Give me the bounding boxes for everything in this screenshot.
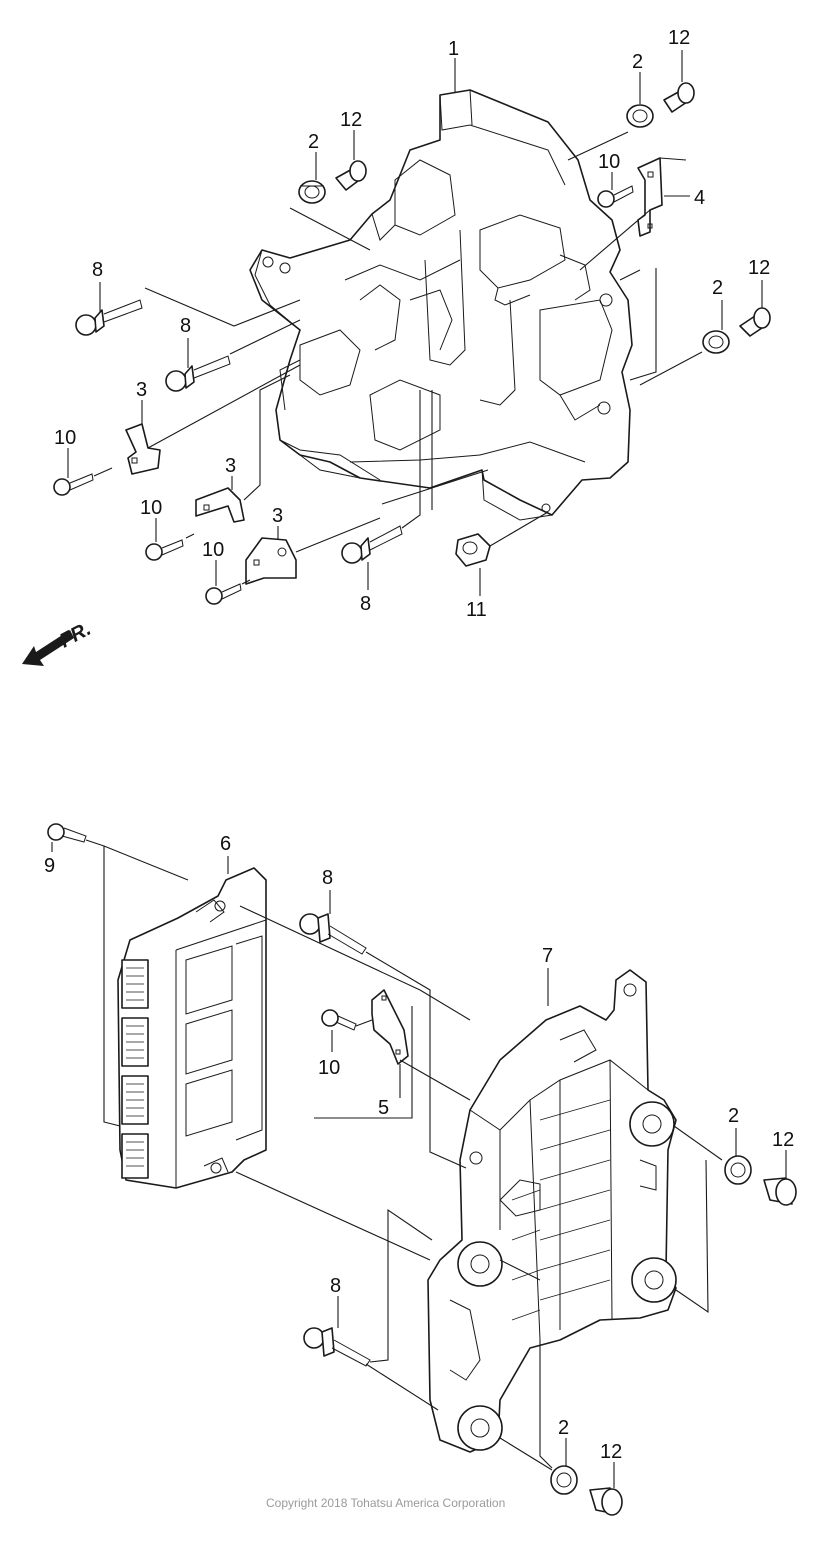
callout-part-10: 10 (598, 151, 620, 173)
callout-part-12: 12 (772, 1129, 794, 1151)
collar-12-lower-right (763, 1177, 797, 1206)
screw-10-a (53, 473, 94, 496)
screw-10-e (321, 1009, 357, 1031)
bolt-8-upper-c (341, 525, 403, 564)
bracket-part-5 (371, 989, 409, 1065)
upper-assembly: FR. (22, 50, 771, 666)
callout-part-10: 10 (202, 539, 224, 561)
collar-12-upper-left (335, 160, 367, 191)
callout-part-8: 8 (322, 867, 333, 889)
callout-part-12: 12 (600, 1441, 622, 1463)
callout-part-10: 10 (318, 1057, 340, 1079)
front-direction-indicator: FR. (22, 618, 95, 666)
callout-part-8: 8 (92, 259, 103, 281)
callout-part-2: 2 (558, 1417, 569, 1439)
bolt-8-upper-a (75, 299, 143, 336)
bracket-part-1-drawing (249, 89, 633, 521)
callout-part-10: 10 (140, 497, 162, 519)
callout-part-10: 10 (54, 427, 76, 449)
callout-part-2: 2 (728, 1105, 739, 1127)
callout-part-6: 6 (220, 833, 231, 855)
holder-part-7 (427, 969, 677, 1453)
callout-part-4: 4 (694, 187, 705, 209)
callout-part-1: 1 (448, 38, 459, 60)
grommet-2-upper-left (298, 180, 326, 204)
leader-lines-lower (51, 839, 787, 1488)
nut-part-11 (455, 533, 491, 567)
grommet-2-upper-right (626, 104, 654, 128)
bolt-8-lower-a (299, 913, 367, 955)
callout-part-2: 2 (632, 51, 643, 73)
screw-10-d (597, 185, 634, 208)
callout-part-8: 8 (180, 315, 191, 337)
bracket-part-3-b (195, 487, 245, 523)
callout-part-2: 2 (308, 131, 319, 153)
bolt-8-upper-b (165, 355, 231, 392)
bracket-part-3-a (125, 423, 161, 475)
callout-part-11: 11 (466, 599, 487, 621)
collar-12-lower-bottom (589, 1487, 623, 1516)
grommet-2-right (702, 330, 730, 354)
bracket-part-3-c (245, 537, 297, 585)
callout-part-12: 12 (668, 27, 690, 49)
callout-part-5: 5 (378, 1097, 389, 1119)
grommet-2-lower-right (724, 1155, 752, 1185)
bolt-8-lower-b (303, 1327, 371, 1367)
copyright-notice: Copyright 2018 Tohatsu America Corporati… (266, 1496, 505, 1510)
callout-labels: 1 2 12 2 12 10 4 8 2 12 8 3 10 3 10 3 10… (44, 27, 794, 1463)
callout-part-2: 2 (712, 277, 723, 299)
callout-part-3: 3 (225, 455, 236, 477)
grommet-2-lower-bottom (550, 1465, 578, 1495)
clamp-part-4 (637, 157, 663, 237)
callout-part-3: 3 (272, 505, 283, 527)
callout-part-12: 12 (748, 257, 770, 279)
lower-assembly (47, 823, 797, 1516)
collar-12-right (739, 307, 771, 337)
callout-part-12: 12 (340, 109, 362, 131)
callout-part-7: 7 (542, 945, 553, 967)
leader-lines-upper (67, 50, 763, 596)
collar-12-upper-right (663, 82, 695, 113)
screw-10-c (205, 583, 242, 605)
screw-10-b (145, 539, 184, 561)
callout-part-8: 8 (360, 593, 371, 615)
callout-part-8: 8 (330, 1275, 341, 1297)
callout-part-9: 9 (44, 855, 55, 877)
front-direction-label: FR. (56, 618, 95, 653)
screw-9 (47, 823, 87, 843)
callout-part-3: 3 (136, 379, 147, 401)
control-unit-part-6 (117, 867, 267, 1189)
front-direction-arrow-icon (22, 630, 74, 666)
